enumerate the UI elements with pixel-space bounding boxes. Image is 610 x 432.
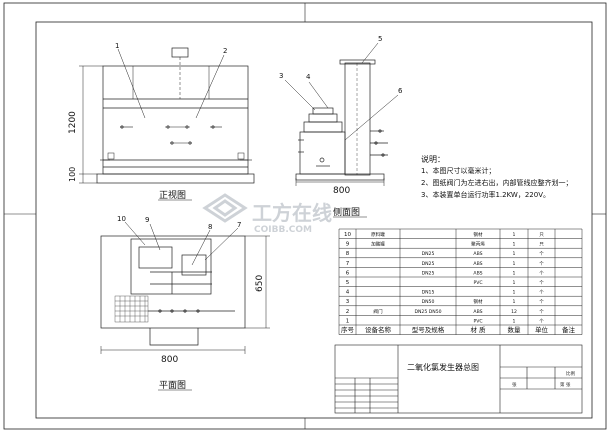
side-view	[284, 42, 399, 218]
front-dim-base: 100	[68, 167, 77, 182]
bom-cell: 个	[539, 251, 544, 257]
bom-cell: 1	[513, 270, 516, 276]
bom-cell: 1	[513, 261, 516, 267]
bom-cell: 6	[346, 270, 350, 276]
side-view-title: 侧面图	[333, 206, 360, 218]
bom-table	[338, 228, 583, 335]
bom-header-cell: 序号	[341, 325, 355, 334]
callout-9: 9	[145, 216, 149, 224]
bom-cell: 1	[513, 299, 516, 305]
bom-cell: 聚丙烯	[471, 241, 485, 248]
front-view-title: 正视图	[159, 189, 186, 201]
bom-cell: 1	[513, 290, 516, 296]
bom-cell: 钢材	[473, 298, 483, 305]
bom-cell: 3	[346, 299, 350, 305]
bom-header-cell: 材 质	[470, 325, 486, 334]
bom-cell: 个	[539, 270, 544, 276]
plan-view	[100, 221, 270, 391]
bom-cell: 个	[539, 318, 544, 324]
bom-cell: 1	[513, 280, 516, 286]
notes-heading: 说明：	[421, 154, 445, 164]
plan-dim-depth: 650	[255, 275, 265, 292]
bom-cell: ABS	[473, 251, 482, 257]
side-dim-width: 800	[333, 186, 350, 196]
bom-cell: 钢材	[473, 231, 483, 238]
bom-cell: ABS	[473, 261, 482, 267]
bom-cell: 加酸罐	[371, 241, 385, 248]
bom-header-cell: 备注	[562, 325, 576, 334]
notes-line-2: 2、图纸阀门为左进右出，内部管线应整齐划一；	[421, 178, 572, 187]
bom-cell: 9	[346, 242, 350, 248]
bom-cell: 个	[539, 309, 544, 315]
bom-cell: DN25	[422, 261, 435, 267]
bom-cell: 只	[539, 242, 544, 248]
front-dim-height: 1200	[68, 111, 78, 134]
bom-cell: 个	[539, 290, 544, 296]
callout-2: 2	[223, 47, 227, 55]
bom-cell: 原料罐	[371, 231, 385, 238]
bom-cell: 个	[539, 299, 544, 305]
bom-cell: DN50	[422, 299, 435, 305]
bom-cell: ABS	[473, 270, 482, 276]
callout-8: 8	[208, 223, 212, 231]
bom-cell: 个	[539, 280, 544, 286]
notes-line-3: 3、本装置单台运行功率1.2KW，220V。	[421, 190, 550, 199]
bom-header-cell: 单位	[535, 325, 549, 334]
bom-cell: DN25 DN50	[414, 309, 441, 315]
bom-cell: 阀门	[373, 308, 383, 315]
tb-sheet-label: 张	[512, 381, 517, 388]
drawing-name: 二氧化氯发生器总图	[407, 362, 479, 372]
front-view	[79, 47, 255, 201]
callout-7: 7	[237, 221, 241, 229]
tb-sheet-no-label: 第 张	[560, 381, 571, 388]
callout-6: 6	[398, 87, 403, 95]
bom-cell: 个	[539, 261, 544, 267]
bom-header-cell: 型号及规格	[412, 325, 445, 334]
bom-cell: DN15	[422, 290, 435, 296]
bom-cell: 2	[346, 309, 350, 315]
bom-cell: PVC	[473, 318, 482, 324]
watermark-latin: COIBB.COM	[254, 225, 312, 235]
bom-cell: 1	[513, 318, 516, 324]
bom-header-cell: 设备名称	[365, 325, 392, 334]
bom-cell: 7	[346, 261, 350, 267]
bom-cell: PVC	[473, 280, 482, 286]
callout-4: 4	[306, 73, 311, 81]
callout-1: 1	[115, 42, 119, 50]
plan-view-title: 平面图	[159, 380, 186, 391]
bom-header-cell: 数量	[508, 325, 522, 334]
watermark: 工方在线 COIBB.COM	[202, 193, 332, 235]
callout-3: 3	[279, 72, 283, 80]
bom-cell: 1	[513, 251, 516, 257]
bom-cell: 10	[344, 232, 351, 238]
bom-cell: 1	[346, 318, 350, 324]
watermark-brand: 工方在线	[252, 201, 332, 225]
bom-cell: ABS	[473, 309, 482, 315]
bom-cell: 4	[346, 290, 350, 296]
callout-10: 10	[117, 215, 126, 223]
bom-cell: DN25	[422, 270, 435, 276]
callout-5: 5	[378, 35, 382, 43]
plan-dim-width: 800	[161, 355, 178, 365]
bom-cell: DN25	[422, 251, 435, 257]
bom-cell: 8	[346, 251, 350, 257]
tb-scale-label: 比例	[566, 370, 575, 377]
bom-cell: 5	[346, 280, 350, 286]
bom-cell: 12	[511, 309, 517, 315]
notes-line-1: 1、本图尺寸以毫米计；	[421, 166, 495, 175]
inner-frame	[35, 21, 593, 419]
bom-cell: 只	[539, 232, 544, 238]
title-block	[334, 344, 583, 414]
bom-cell: 1	[513, 232, 516, 238]
bom-cell: 1	[513, 242, 516, 248]
